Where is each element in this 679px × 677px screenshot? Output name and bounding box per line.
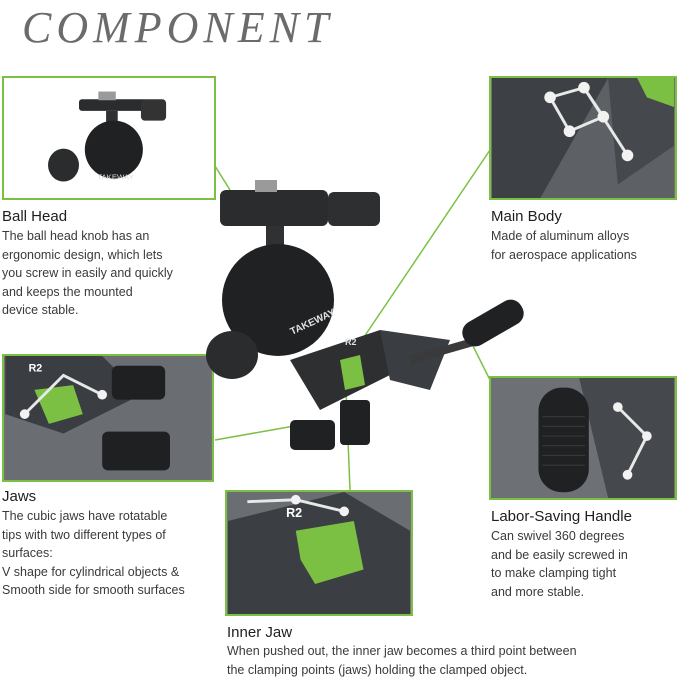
handle-desc-line: and more stable. [491,584,585,599]
jaws-desc-line: Smooth side for smooth surfaces [2,583,185,597]
jaws-description: The cubic jaws have rotatable tips with … [2,507,222,600]
main-body-heading: Main Body [491,208,562,225]
inner-jaw-desc-line: the clamping points (jaws) holding the c… [227,662,528,677]
handle-image [492,378,674,498]
ball-head-desc-line: ergonomic design, which lets [2,247,163,262]
jaws-heading: Jaws [2,488,37,505]
inner-jaw-desc-line: When pushed out, the inner jaw becomes a… [227,644,577,658]
main-body-panel [489,76,677,200]
jaws-desc-line: tips with two different types of [2,527,166,542]
main-body-image [492,78,674,198]
clamp-illustration: TAKEWAY R2 [206,180,524,450]
ball-head-desc-line: device stable. [2,303,79,317]
jaws-desc-line: The cubic jaws have rotatable [2,509,168,523]
inner-jaw-model-text: R2 [286,506,302,520]
jaws-desc-line: surfaces: [2,546,53,560]
center-model-text: R2 [345,337,357,347]
handle-heading: Labor-Saving Handle [491,508,632,525]
handle-panel [489,376,677,500]
handle-desc-line: Can swivel 360 degrees [491,529,625,543]
ball-head-panel: TAKEWAY [2,76,216,200]
handle-desc-line: and be easily screwed in [491,547,628,562]
handle-description: Can swivel 360 degrees and be easily scr… [491,527,677,601]
ball-head-desc-line: The ball head knob has an [2,229,150,243]
main-body-desc-line: Made of aluminum alloys [491,229,630,243]
main-body-description: Made of aluminum alloys for aerospace ap… [491,227,677,264]
inner-jaw-panel: R2 [225,490,413,616]
main-body-desc-line: for aerospace applications [491,247,637,262]
inner-jaw-heading: Inner Jaw [227,624,293,641]
inner-jaw-description: When pushed out, the inner jaw becomes a… [227,642,677,677]
jaws-panel: R2 [2,354,214,482]
clamp-product-image: TAKEWAY R2 [180,150,540,480]
jaws-desc-line: V shape for cylindrical objects & [2,564,180,579]
ball-head-image: TAKEWAY [48,91,167,182]
jaws-image: R2 [5,356,211,480]
ball-head-heading: Ball Head [2,208,68,225]
handle-desc-line: to make clamping tight [491,566,617,580]
inner-jaw-image: R2 [227,492,411,614]
ball-head-desc-line: and keeps the mounted [2,284,133,299]
ball-head-brand-text: TAKEWAY [97,173,133,182]
ball-head-description: The ball head knob has an ergonomic desi… [2,227,222,320]
ball-head-desc-line: you screw in easily and quickly [2,266,173,280]
jaws-model-text: R2 [29,363,43,375]
page-title: COMPONENT [22,3,334,52]
